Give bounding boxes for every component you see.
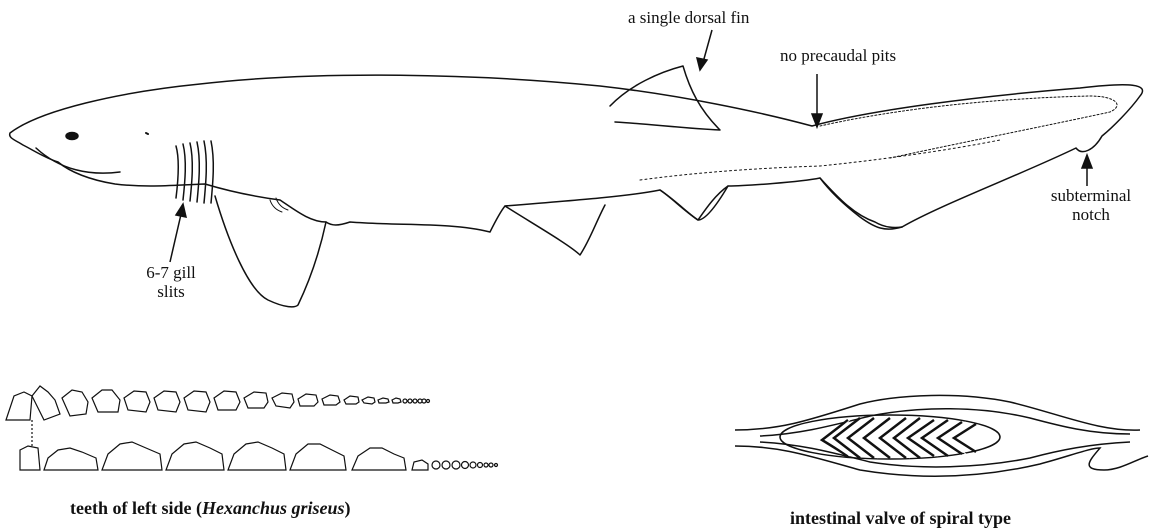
annotation-arrows: [170, 30, 1092, 262]
pelvic-fin: [505, 205, 605, 255]
shark-eye: [66, 133, 78, 140]
caption-teeth-suffix: ): [345, 498, 351, 518]
label-gill-slits: 6-7 gill slits: [126, 263, 216, 301]
teeth-illustration: [6, 386, 498, 470]
caption-valve: intestinal valve of spiral type: [790, 508, 1011, 529]
pectoral-fin: [215, 196, 326, 307]
dorsal-fin: [610, 66, 720, 130]
caudal-lower-lobe: [820, 178, 902, 227]
label-precaudal-pits: no precaudal pits: [780, 46, 896, 65]
label-subterminal-notch: subterminal notch: [1036, 186, 1146, 224]
caption-teeth-species: Hexanchus griseus: [202, 498, 345, 518]
caudal-inner-line: [820, 96, 1117, 158]
caption-teeth-prefix: teeth of left side (: [70, 498, 202, 518]
label-gill-line2: slits: [126, 282, 216, 301]
label-subterminal-line2: notch: [1036, 205, 1146, 224]
label-subterminal-line1: subterminal: [1036, 186, 1146, 205]
caption-teeth: teeth of left side (Hexanchus griseus): [70, 498, 351, 519]
spiral-valve-illustration: [735, 395, 1148, 476]
label-dorsal-fin: a single dorsal fin: [628, 8, 749, 27]
arrow-gills: [170, 210, 182, 262]
spiracle: [146, 133, 148, 134]
gill-slits: [176, 141, 213, 203]
shark-mouth: [36, 148, 120, 173]
label-gill-line1: 6-7 gill: [126, 263, 216, 282]
